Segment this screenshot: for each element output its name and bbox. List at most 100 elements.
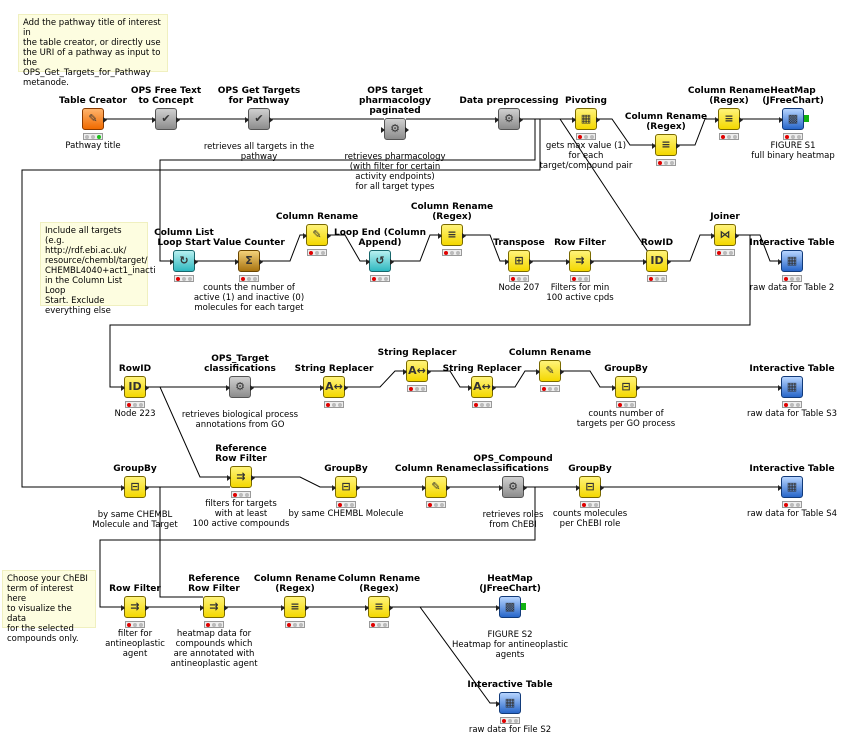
row-filter-icon[interactable]: ⇉ bbox=[566, 250, 594, 272]
interactive-table-icon[interactable]: ▦ bbox=[496, 692, 521, 714]
output-port-icon[interactable] bbox=[356, 485, 360, 491]
groupby-icon[interactable]: ⊟ bbox=[612, 376, 640, 398]
node-description[interactable]: heatmap data for compounds which are ann… bbox=[170, 629, 258, 669]
rename-regex-icon[interactable]: ≡ bbox=[652, 134, 680, 156]
joiner-icon[interactable]: ⋈ bbox=[711, 224, 739, 246]
output-port-icon[interactable] bbox=[305, 605, 309, 611]
node-groupby-4[interactable]: GroupBy⊟counts molecules per ChEBI role bbox=[530, 464, 650, 529]
output-port-icon[interactable] bbox=[676, 143, 680, 149]
image-port-icon[interactable] bbox=[521, 603, 526, 610]
connection-line[interactable] bbox=[146, 386, 230, 478]
annotation-chebi-term[interactable]: Choose your ChEBI term of interest here … bbox=[2, 570, 96, 644]
string-replacer-icon[interactable]: A↔ bbox=[320, 376, 348, 398]
node-ops-get-targets[interactable]: OPS Get Targets for Pathway✔retrieves al… bbox=[199, 86, 319, 162]
connection-line[interactable] bbox=[328, 234, 369, 262]
annotation-pathway-title[interactable]: Add the pathway title of interest in the… bbox=[18, 14, 168, 88]
node-interactive-table-3[interactable]: Interactive Table▦raw data for Table S4 bbox=[732, 464, 852, 519]
output-port-icon[interactable] bbox=[590, 259, 594, 265]
node-heatmap-1[interactable]: HeatMap (JFreeChart)▩FIGURE S1 full bina… bbox=[733, 86, 853, 161]
node-description[interactable]: retrieves biological process annotations… bbox=[181, 410, 299, 430]
node-column-rename-1[interactable]: Column Rename✎ bbox=[257, 212, 377, 256]
output-port-icon[interactable] bbox=[224, 605, 228, 611]
input-port-icon[interactable] bbox=[235, 259, 239, 265]
metanode-icon[interactable]: ⚙ bbox=[226, 376, 254, 398]
interactive-table-icon[interactable]: ▦ bbox=[778, 250, 803, 272]
node-description[interactable]: FIGURE S2 Heatmap for antineoplastic age… bbox=[451, 630, 568, 660]
node-interactive-table-4[interactable]: Interactive Table▦raw data for File S2 bbox=[450, 680, 570, 735]
input-port-icon[interactable] bbox=[381, 127, 385, 133]
node-reference-row-filter-1[interactable]: Reference Row Filter⇉filters for targets… bbox=[181, 444, 301, 529]
input-port-icon[interactable] bbox=[245, 117, 249, 123]
connection-line[interactable] bbox=[463, 234, 508, 262]
connection-line[interactable] bbox=[493, 370, 539, 388]
input-port-icon[interactable] bbox=[152, 117, 156, 123]
input-port-icon[interactable] bbox=[227, 475, 231, 481]
node-ops-target-classifications[interactable]: OPS_Target classifications⚙retrieves bio… bbox=[180, 354, 300, 430]
rowid-icon[interactable]: ID bbox=[643, 250, 671, 272]
node-interactive-table-1[interactable]: Interactive Table▦raw data for Table 2 bbox=[732, 238, 852, 293]
input-port-icon[interactable] bbox=[121, 485, 125, 491]
rename-icon[interactable]: ✎ bbox=[303, 224, 331, 246]
node-description[interactable]: Node 223 bbox=[114, 409, 156, 419]
output-port-icon[interactable] bbox=[194, 259, 198, 265]
node-transpose[interactable]: Transpose⊞Node 207 bbox=[459, 238, 579, 293]
input-port-icon[interactable] bbox=[303, 233, 307, 239]
output-port-icon[interactable] bbox=[145, 485, 149, 491]
pivot-icon[interactable]: ▦ bbox=[572, 108, 600, 130]
output-port-icon[interactable] bbox=[492, 385, 496, 391]
output-port-icon[interactable] bbox=[145, 385, 149, 391]
rowid-icon[interactable]: ID bbox=[121, 376, 149, 398]
input-port-icon[interactable] bbox=[365, 605, 369, 611]
node-interactive-table-2[interactable]: Interactive Table▦raw data for Table S3 bbox=[732, 364, 852, 419]
input-port-icon[interactable] bbox=[572, 117, 576, 123]
value-counter-icon[interactable]: Σ bbox=[235, 250, 263, 272]
metanode-icon[interactable]: ⚙ bbox=[495, 108, 523, 130]
node-row-filter-1[interactable]: Row Filter⇉Filters for min 100 active cp… bbox=[520, 238, 640, 303]
node-description[interactable]: FIGURE S1 full binary heatmap bbox=[751, 141, 835, 161]
row-filter-icon[interactable]: ⇉ bbox=[121, 596, 149, 618]
input-port-icon[interactable] bbox=[576, 485, 580, 491]
input-port-icon[interactable] bbox=[422, 485, 426, 491]
output-port-icon[interactable] bbox=[600, 485, 604, 491]
node-row-filter-2[interactable]: Row Filter⇉filter for antineoplastic age… bbox=[75, 584, 195, 659]
node-groupby-3[interactable]: GroupBy⊟by same CHEMBL Molecule bbox=[286, 464, 406, 519]
output-port-icon[interactable] bbox=[427, 369, 431, 375]
output-port-icon[interactable] bbox=[529, 259, 533, 265]
node-joiner[interactable]: Joiner⋈ bbox=[665, 212, 785, 256]
loop-start-icon[interactable]: ↻ bbox=[170, 250, 198, 272]
output-port-icon[interactable] bbox=[103, 117, 107, 123]
input-port-icon[interactable] bbox=[121, 605, 125, 611]
node-description[interactable]: raw data for Table S3 bbox=[746, 409, 838, 419]
groupby-icon[interactable]: ⊟ bbox=[332, 476, 360, 498]
node-description[interactable]: by same CHEMBL Molecule bbox=[288, 509, 404, 519]
node-ops-free-text[interactable]: OPS Free Text to Concept✔ bbox=[106, 86, 226, 130]
node-description[interactable]: retrieves all targets in the pathway bbox=[203, 142, 315, 162]
input-port-icon[interactable] bbox=[468, 385, 472, 391]
rename-icon[interactable]: ✎ bbox=[536, 360, 564, 382]
output-port-icon[interactable] bbox=[523, 485, 527, 491]
input-port-icon[interactable] bbox=[332, 485, 336, 491]
output-port-icon[interactable] bbox=[735, 233, 739, 239]
annotation-include-targets[interactable]: Include all targets (e.g. http://rdf.ebi… bbox=[40, 222, 156, 316]
output-port-icon[interactable] bbox=[739, 117, 743, 123]
input-port-icon[interactable] bbox=[200, 605, 204, 611]
connection-line[interactable] bbox=[345, 370, 406, 388]
heatmap-icon[interactable]: ▩ bbox=[779, 108, 809, 130]
input-port-icon[interactable] bbox=[499, 485, 503, 491]
node-column-rename-regex-5[interactable]: Column Rename (Regex)≡ bbox=[319, 574, 439, 628]
output-port-icon[interactable] bbox=[462, 233, 466, 239]
reference-filter-icon[interactable]: ⇉ bbox=[227, 466, 255, 488]
node-column-rename-3[interactable]: Column Rename✎ bbox=[376, 464, 496, 508]
node-description[interactable]: filters for targets with at least 100 ac… bbox=[192, 499, 290, 529]
connection-line[interactable] bbox=[109, 234, 751, 388]
input-port-icon[interactable] bbox=[438, 233, 442, 239]
output-port-icon[interactable] bbox=[145, 605, 149, 611]
input-port-icon[interactable] bbox=[778, 485, 782, 491]
input-port-icon[interactable] bbox=[779, 117, 783, 123]
connection-line[interactable] bbox=[677, 118, 718, 146]
loop-end-icon[interactable]: ↺ bbox=[366, 250, 394, 272]
